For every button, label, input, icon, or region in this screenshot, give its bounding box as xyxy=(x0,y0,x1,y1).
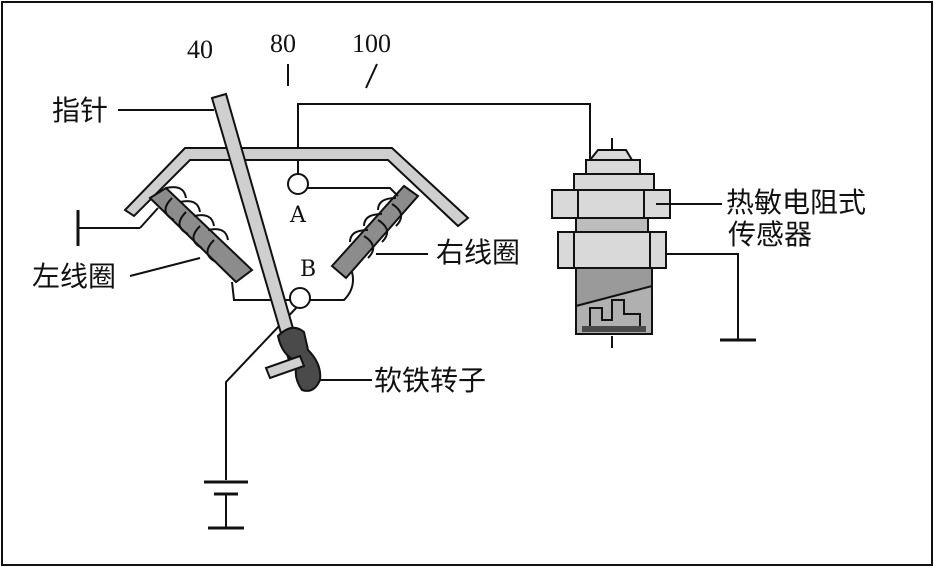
wire-a-right-coil xyxy=(306,187,399,197)
terminal-a xyxy=(287,173,309,195)
left-coil-leader xyxy=(129,257,201,277)
sensor-ground-wire xyxy=(666,253,739,340)
scale-label-80: 80 xyxy=(270,29,296,58)
wire-a-to-sensor xyxy=(297,103,591,178)
label-sensor-line1: 热敏电阻式 xyxy=(726,186,866,219)
scale-label-100: 100 xyxy=(352,29,391,58)
thermistor-sensor xyxy=(551,138,671,348)
label-right-coil: 右线圈 xyxy=(436,236,520,269)
label-rotor: 软铁转子 xyxy=(374,364,486,397)
scale-tick-100 xyxy=(365,63,378,89)
terminal-a-label: A xyxy=(289,203,307,228)
wire-b-to-battery xyxy=(225,305,299,480)
terminal-b xyxy=(289,287,311,309)
soft-iron-rotor xyxy=(264,326,322,392)
battery-symbol xyxy=(204,480,248,530)
left-coil xyxy=(148,186,254,284)
scale-label-40: 40 xyxy=(187,35,213,64)
right-coil xyxy=(330,184,420,280)
label-sensor-line2: 传感器 xyxy=(728,218,812,251)
label-left-coil: 左线圈 xyxy=(32,260,116,293)
terminal-b-label: B xyxy=(300,257,316,282)
label-pointer: 指针 xyxy=(52,94,108,127)
